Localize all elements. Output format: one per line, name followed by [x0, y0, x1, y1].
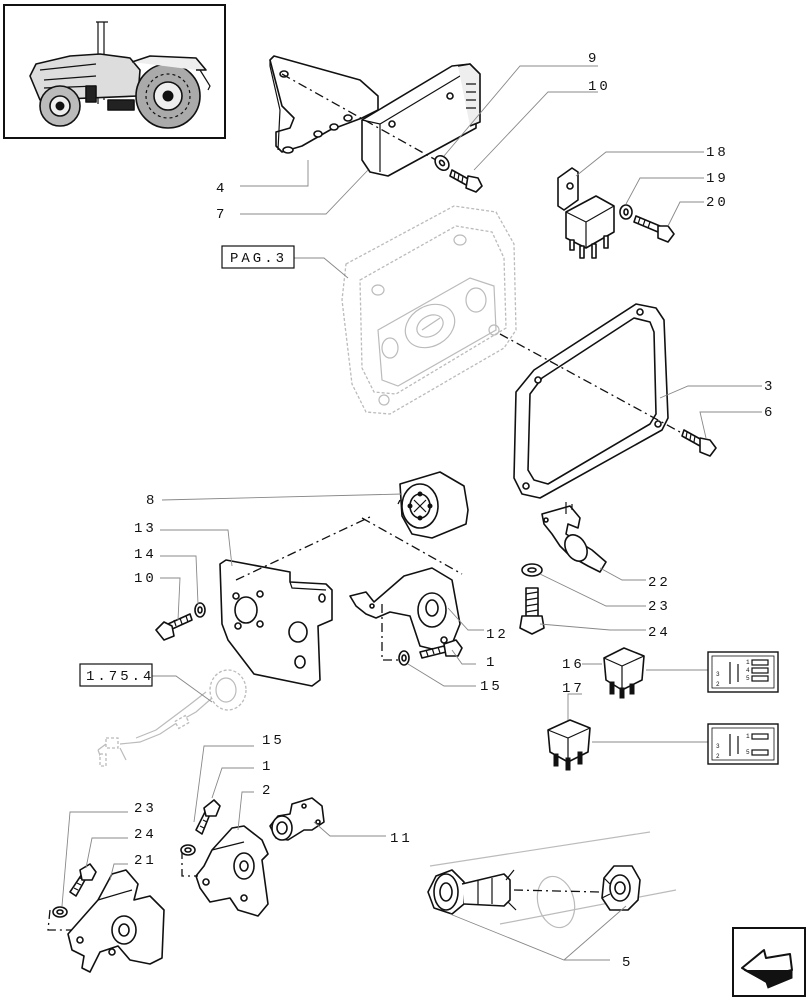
- screw-1b: [195, 799, 221, 835]
- screw-1: [419, 639, 463, 659]
- reference-label: 1.75.4: [86, 669, 154, 685]
- washer-23: [521, 563, 543, 577]
- callout-23: 23: [648, 599, 671, 615]
- pin-label: 5: [746, 675, 750, 682]
- axis-line: [361, 517, 463, 575]
- callout-24b: 24: [134, 827, 157, 843]
- callout-5: 5: [622, 955, 633, 971]
- axis-line: [47, 909, 72, 931]
- callout-10b: 10: [134, 571, 157, 587]
- callout-23b: 23: [134, 801, 157, 817]
- callout-1: 1: [486, 655, 497, 671]
- callout-11: 11: [390, 831, 413, 847]
- nut-5: [601, 865, 641, 911]
- pin-label: 2: [716, 681, 720, 688]
- tractor-thumbnail-icon: [3, 4, 226, 139]
- pin-label: 3: [716, 671, 720, 678]
- pin-label: 1: [746, 733, 750, 740]
- axis-line: [181, 850, 198, 877]
- pin-label: 1: [746, 659, 750, 666]
- reference-label: PAG.3: [230, 251, 287, 267]
- callout-21: 21: [134, 853, 157, 869]
- screw-10b: [155, 613, 193, 641]
- callout-15: 15: [480, 679, 503, 695]
- washer-9: [434, 154, 450, 172]
- callout-24: 24: [648, 625, 671, 641]
- bracket-21: [67, 869, 165, 973]
- pin-label: 2: [716, 753, 720, 760]
- callout-20: 20: [706, 195, 729, 211]
- washer-23b: [52, 906, 68, 918]
- callout-1b: 1: [262, 759, 273, 775]
- reference-1754[interactable]: 1.75.4: [79, 663, 154, 687]
- callout-7: 7: [216, 207, 227, 223]
- gasket-3: [513, 303, 669, 499]
- axis-line: [499, 333, 681, 433]
- bracket-22: [541, 502, 607, 573]
- pin-label: 5: [746, 749, 750, 756]
- callout-4: 4: [216, 181, 227, 197]
- callout-22: 22: [648, 575, 671, 591]
- washer-15b: [180, 844, 196, 856]
- wire-harness-ghost: [97, 669, 247, 767]
- callout-8: 8: [146, 493, 157, 509]
- relay-bracket: [557, 167, 579, 211]
- relay-schematic-a: [707, 651, 779, 693]
- screw-24: [519, 587, 545, 635]
- callout-17: 17: [562, 681, 585, 697]
- screw-20: [633, 215, 675, 243]
- bracket-2: [195, 825, 269, 917]
- screw-10: [449, 169, 483, 193]
- callout-numbers: 9 10 4 7 18 19 20 3 6 8 13 14 10 12 1 15…: [134, 51, 775, 971]
- callout-12: 12: [486, 627, 509, 643]
- relay-17: [547, 719, 591, 771]
- callout-15b: 15: [262, 733, 285, 749]
- callout-2: 2: [262, 783, 273, 799]
- washer-15: [398, 650, 410, 666]
- pin-label: 3: [716, 743, 720, 750]
- callout-3: 3: [764, 379, 775, 395]
- screw-6: [681, 429, 717, 457]
- axis-line: [235, 499, 401, 581]
- instrument-cluster-ghost: [341, 205, 517, 415]
- relay-18: [565, 195, 615, 259]
- callout-14: 14: [134, 547, 157, 563]
- axis-line: [513, 889, 601, 893]
- relay-schematic-b: [707, 723, 779, 765]
- reference-pag3[interactable]: PAG.3: [221, 245, 295, 269]
- bracket-12: [349, 567, 461, 651]
- callout-9: 9: [588, 51, 599, 67]
- callout-leaders: [61, 65, 762, 961]
- mounting-bracket: [269, 55, 379, 154]
- next-page-arrow-icon[interactable]: [732, 927, 806, 997]
- switch-11: [269, 797, 325, 841]
- ignition-switch-8: [399, 471, 469, 539]
- screw-24b: [69, 863, 97, 897]
- callout-16: 16: [562, 657, 585, 673]
- callout-19: 19: [706, 171, 729, 187]
- washer-19: [619, 204, 633, 220]
- callout-18: 18: [706, 145, 729, 161]
- callout-10: 10: [588, 79, 611, 95]
- callout-6: 6: [764, 405, 775, 421]
- washer-14: [194, 602, 206, 618]
- socket-5: [427, 869, 517, 915]
- socket-ghost: [429, 831, 677, 929]
- relay-16: [603, 647, 645, 699]
- pin-label: 4: [746, 667, 750, 674]
- axis-line: [281, 73, 437, 161]
- callout-13: 13: [134, 521, 157, 537]
- leader-lines: [592, 669, 708, 743]
- mounting-plate-13: [219, 559, 333, 687]
- control-module: [361, 63, 481, 177]
